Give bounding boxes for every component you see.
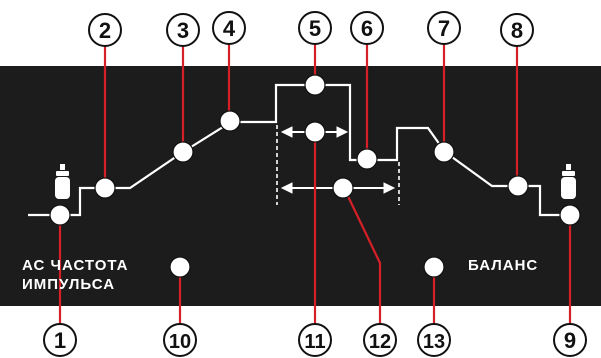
- callout-2: 2: [88, 13, 122, 47]
- ac-frequency-label-line1: АС ЧАСТОТА: [22, 257, 128, 274]
- callout-6: 6: [350, 11, 384, 45]
- svg-text:1: 1: [54, 328, 66, 353]
- svg-text:11: 11: [304, 331, 325, 353]
- dot-ac-frequency: [169, 256, 191, 278]
- dot-pulse-period: [332, 177, 354, 199]
- balance-label: БАЛАНС: [468, 257, 538, 274]
- svg-text:3: 3: [177, 18, 189, 43]
- callout-9: 9: [553, 323, 587, 357]
- dot-pre-gas: [49, 204, 71, 226]
- dot-start-current: [94, 177, 116, 199]
- callout-13: 13: [417, 323, 451, 357]
- svg-text:5: 5: [309, 16, 321, 41]
- callout-5: 5: [298, 11, 332, 45]
- dot-pulse-width: [304, 121, 326, 143]
- svg-text:13: 13: [423, 331, 445, 353]
- callout-11: 11: [298, 323, 332, 357]
- ac-frequency-label-line2: ИМПУЛЬСА: [22, 276, 115, 293]
- callout-3: 3: [166, 13, 200, 47]
- callout-1: 1: [43, 323, 77, 357]
- svg-text:12: 12: [369, 331, 391, 353]
- callout-12: 12: [363, 323, 397, 357]
- callout-4: 4: [212, 11, 246, 45]
- dot-post-gas: [559, 204, 581, 226]
- svg-text:10: 10: [169, 331, 191, 353]
- dot-slope-up: [172, 141, 194, 163]
- svg-text:4: 4: [223, 16, 236, 41]
- svg-text:8: 8: [511, 18, 523, 43]
- dot-end-current: [507, 175, 529, 197]
- dot-balance: [423, 256, 445, 278]
- dot-background-current: [356, 148, 378, 170]
- svg-text:2: 2: [99, 18, 111, 43]
- callout-lines: [58, 40, 572, 328]
- dot-base-current: [219, 110, 241, 132]
- gas-cylinder-icon: [55, 164, 70, 199]
- dot-pulse-current: [304, 74, 326, 96]
- gas-cylinder-icon: [561, 164, 576, 199]
- callout-7: 7: [427, 11, 461, 45]
- callout-10: 10: [163, 323, 197, 357]
- callout-8: 8: [500, 13, 534, 47]
- svg-text:9: 9: [564, 328, 576, 353]
- svg-text:6: 6: [361, 16, 373, 41]
- svg-text:7: 7: [438, 16, 450, 41]
- dot-slope-down: [433, 141, 455, 163]
